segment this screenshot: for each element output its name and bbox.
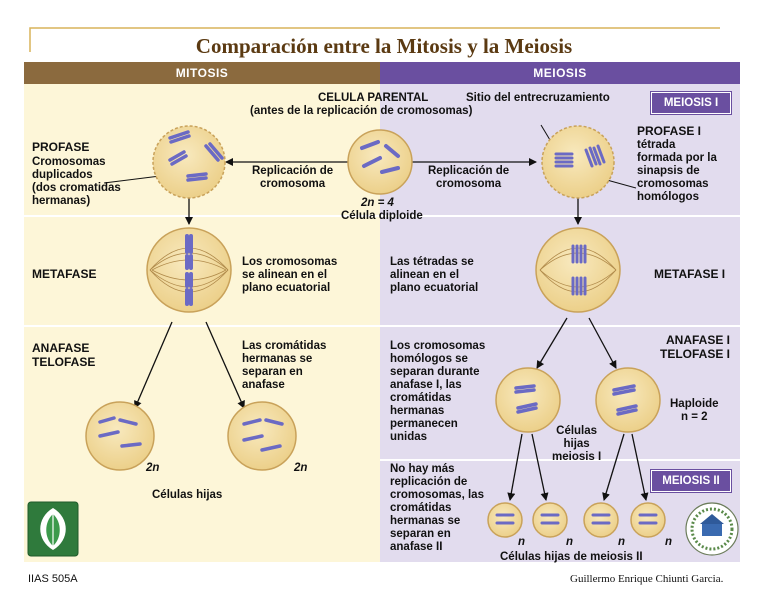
mitosis-metaphase-cell: [146, 227, 232, 313]
meiosis-header: MEIOSIS: [533, 66, 587, 80]
diploid-cell-label: Célula diploide: [341, 210, 423, 222]
meiosis2-ploidy: n: [618, 536, 626, 548]
replication-label-right: Replicación de cromosoma: [428, 165, 510, 190]
mitosis-anaphase-label: ANAFASE TELOFASE: [32, 341, 96, 369]
meiosis2-daughter-cell: [630, 502, 666, 538]
meiosis2-daughter-cell: [583, 502, 619, 538]
mitosis-daughter-cell: [227, 401, 297, 471]
arrow: [531, 433, 549, 501]
meiosis-metaphase-label: METAFASE I: [654, 267, 726, 281]
crossover-site-label: Sitio del entrecruzamiento: [466, 92, 610, 104]
arrow: [602, 433, 625, 501]
meiosis-metaphase-cell: [535, 227, 621, 313]
meiosis-prophase-cell: [541, 125, 615, 199]
daughter-ploidy-right: 2n: [294, 462, 308, 474]
parental-cell: [347, 129, 413, 195]
meiosis2-desc: No hay más replicación de cromosomas, la…: [390, 463, 484, 553]
meiosis2-ploidy: n: [518, 536, 526, 548]
replication-label-left: Replicación de cromosoma: [252, 165, 334, 190]
meiosis1-badge: MEIOSIS I: [650, 91, 732, 115]
haploid-label: Haploide n = 2: [670, 398, 719, 423]
mitosis-prophase-desc: Cromosomas duplicados (dos cromatidas he…: [32, 156, 121, 207]
meiosis2-daughter-cell: [487, 502, 523, 538]
mitosis-daughter-cell: [85, 401, 155, 471]
leaf-logo: [27, 501, 79, 557]
footer-author: Guillermo Enrique Chiunti Garcia.: [570, 573, 724, 585]
footer-course-code: IIAS 505A: [28, 573, 78, 585]
meiosis-anaphase-desc: Los cromosomas homólogos se separan dura…: [390, 340, 486, 443]
meiosis2-daughter-cell: [532, 502, 568, 538]
parental-ploidy: 2n = 4: [361, 197, 394, 209]
mitosis-prophase-cell: [152, 125, 226, 199]
parental-cell-title: CELULA PARENTAL: [318, 92, 429, 104]
arrow: [507, 433, 523, 501]
mitosis-metaphase-desc: Los cromosomas se alinean en el plano ec…: [242, 256, 338, 294]
parental-cell-subtitle: (antes de la replicación de cromosomas): [250, 105, 473, 117]
meiosis1-daughter-cell: [595, 367, 661, 433]
meiosis-header-bar: [380, 62, 740, 84]
meiosis2-ploidy: n: [665, 536, 673, 548]
page-title: Comparación entre la Mitosis y la Meiosi…: [195, 34, 573, 58]
arrow: [631, 433, 649, 501]
title-frame: [29, 27, 720, 52]
arrow: [134, 321, 173, 409]
mitosis-metaphase-label: METAFASE: [32, 267, 97, 281]
arrow: [588, 317, 617, 369]
institution-seal: [685, 502, 739, 556]
meiosis-metaphase-desc: Las tétradas se alinean en el plano ecua…: [390, 256, 479, 294]
arrow: [536, 317, 568, 369]
meiosis-prophase-label: PROFASE I: [637, 124, 702, 138]
meiosis2-ploidy: n: [566, 536, 574, 548]
mitosis-daughters-label: Células hijas: [152, 489, 223, 501]
mitosis-header: MITOSIS: [175, 66, 229, 80]
meiosis2-badge: MEIOSIS II: [650, 469, 732, 493]
mitosis-header-bar: [24, 62, 380, 84]
pointer-line: [103, 175, 161, 184]
arrow: [205, 321, 245, 409]
meiosis-anaphase-label: ANAFASE I TELOFASE I: [660, 333, 731, 361]
meiosis-prophase-desc: tétrada formada por la sinapsis de cromo…: [637, 139, 717, 203]
meiosis1-daughters-label: Células hijas meiosis I: [552, 425, 602, 463]
meiosis1-daughter-cell: [495, 367, 561, 433]
mitosis-anaphase-desc: Las cromátidas hermanas se separan en an…: [242, 340, 327, 391]
daughter-ploidy-left: 2n: [146, 462, 160, 474]
meiosis2-daughters-label: Células hijas de meiosis II: [500, 551, 643, 563]
mitosis-prophase-label: PROFASE: [32, 140, 90, 154]
